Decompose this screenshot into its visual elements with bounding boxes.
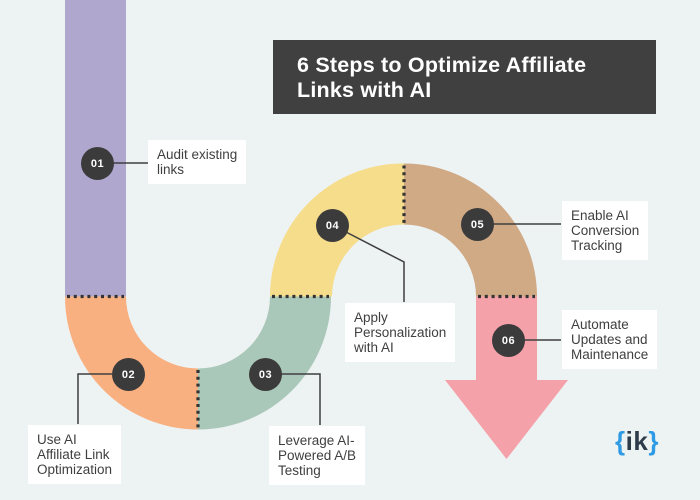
- step-label-05: Enable AI Conversion Tracking: [562, 201, 649, 261]
- step-label-03: Leverage AI- Powered A/B Testing: [269, 426, 366, 486]
- step-number-01: 01: [90, 157, 105, 170]
- step-circle-05: 05: [461, 208, 494, 241]
- step-circle-01: 01: [81, 147, 114, 180]
- logo-brace-close: }: [648, 426, 659, 456]
- page-title: 6 Steps to Optimize Affiliate Links with…: [297, 53, 587, 103]
- step-label-06: Automate Updates and Maintenance: [562, 310, 658, 370]
- connector-line-2: [77, 373, 112, 424]
- step-circle-04: 04: [316, 209, 349, 242]
- step-circle-02: 02: [112, 358, 145, 391]
- segment-6-maintenance-arrow: [445, 296, 568, 459]
- connector-line-3: [281, 373, 321, 425]
- step-circle-03: 03: [249, 358, 282, 391]
- step-number-03: 03: [258, 368, 273, 381]
- step-circle-06: 06: [492, 324, 525, 357]
- step-number-06: 06: [501, 334, 516, 347]
- step-label-01: Audit existing links: [148, 140, 247, 185]
- brand-logo: {ik}: [615, 426, 659, 457]
- step-label-02: Use AI Affiliate Link Optimization: [28, 425, 122, 485]
- step-number-02: 02: [121, 368, 136, 381]
- step-number-05: 05: [470, 218, 485, 231]
- logo-brace-open: {: [615, 426, 626, 456]
- connector-line-4: [345, 231, 405, 302]
- step-label-04: Apply Personalization with AI: [345, 303, 456, 363]
- logo-text: ik: [625, 426, 649, 456]
- step-number-04: 04: [325, 219, 340, 232]
- header-banner: 6 Steps to Optimize Affiliate Links with…: [273, 40, 656, 114]
